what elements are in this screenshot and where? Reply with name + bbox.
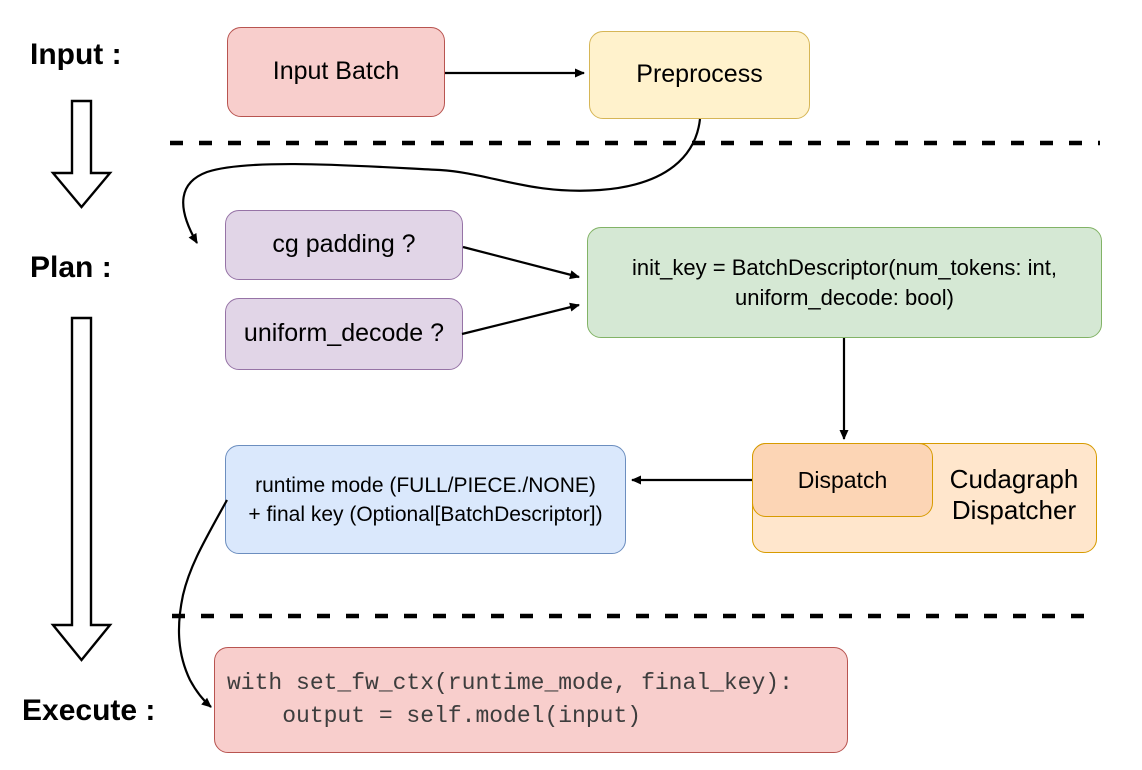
section-label-plan: Plan : <box>30 251 112 284</box>
node-input-batch-label: Input Batch <box>272 57 400 86</box>
node-runtime-mode: runtime mode (FULL/PIECE./NONE) + final … <box>225 445 626 554</box>
node-runtime-mode-line1: runtime mode (FULL/PIECE./NONE) <box>255 473 596 497</box>
node-runtime-mode-line2: + final key (Optional[BatchDescriptor]) <box>248 502 603 526</box>
node-cg-padding-label: cg padding ? <box>272 230 416 259</box>
input-to-plan-arrow-icon <box>50 99 113 209</box>
connector-cg-padding-to-init-key <box>462 245 580 280</box>
node-input-batch: Input Batch <box>227 27 445 117</box>
node-dispatch: Dispatch <box>752 443 933 517</box>
node-init-key-line1: init_key = BatchDescriptor(num_tokens: i… <box>632 254 1057 280</box>
section-label-input: Input : <box>30 38 122 71</box>
section-label-execute: Execute : <box>22 694 156 727</box>
node-init-key: init_key = BatchDescriptor(num_tokens: i… <box>587 227 1102 338</box>
connector-uniform-decode-to-init-key <box>461 302 580 336</box>
node-execute-code-line2: output = self.model(input) <box>227 703 642 729</box>
node-uniform-decode-label: uniform_decode ? <box>243 319 445 348</box>
node-execute-code: with set_fw_ctx(runtime_mode, final_key)… <box>214 647 848 753</box>
node-cudagraph-dispatcher-label: Cudagraph Dispatcher <box>934 464 1094 526</box>
cudagraph-label-line1: Cudagraph <box>949 464 1079 494</box>
plan-to-execute-arrow-icon <box>50 316 113 662</box>
node-init-key-line2: uniform_decode: bool) <box>735 284 954 310</box>
node-preprocess: Preprocess <box>589 31 810 119</box>
node-dispatch-label: Dispatch <box>797 466 888 493</box>
node-execute-code-line1: with set_fw_ctx(runtime_mode, final_key)… <box>227 670 793 696</box>
node-preprocess-label: Preprocess <box>636 60 763 89</box>
cudagraph-label-line2: Dispatcher <box>951 495 1077 525</box>
node-cg-padding: cg padding ? <box>225 210 463 280</box>
node-uniform-decode: uniform_decode ? <box>225 298 463 370</box>
